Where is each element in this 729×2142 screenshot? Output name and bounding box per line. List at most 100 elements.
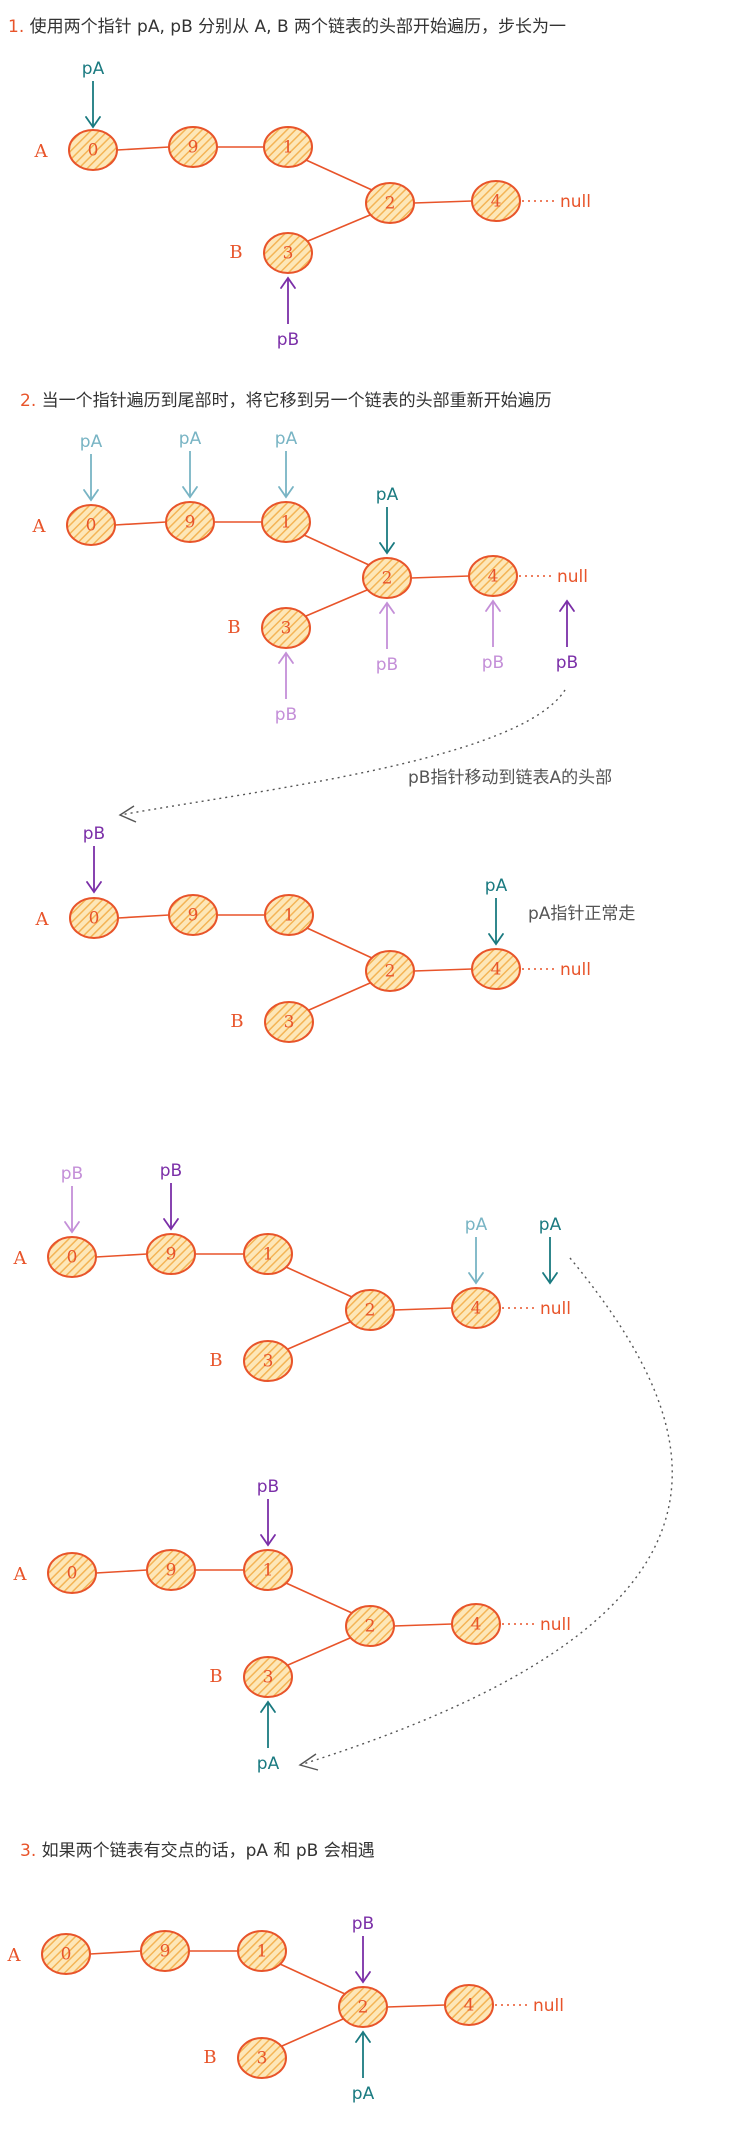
arrow-head (280, 276, 296, 289)
move-path (299, 1257, 673, 1766)
null-label: null (560, 192, 591, 212)
list-edge (393, 1623, 453, 1627)
node-circle (263, 126, 313, 168)
list-node: 1 (263, 126, 313, 168)
node-value: 4 (491, 960, 502, 980)
node-value: 0 (86, 516, 97, 536)
pa-pointer: pA (539, 1215, 562, 1285)
pa-pointer-faded-label: pA (275, 429, 298, 449)
node-value: 9 (185, 513, 196, 533)
pb-pointer-faded: pB (376, 601, 398, 675)
list-node: 4 (451, 1603, 501, 1645)
node-circle (146, 1233, 196, 1275)
node-value: 2 (385, 194, 396, 214)
node-value: 2 (365, 1617, 376, 1637)
list-node: 1 (264, 894, 314, 936)
pb-pointer-faded-label: pB (275, 705, 297, 725)
list-node: 3 (263, 232, 313, 274)
list-node: 9 (146, 1549, 196, 1591)
arrow-head (278, 486, 294, 499)
list-node: 0 (66, 504, 116, 546)
node-circle (41, 1933, 91, 1975)
list-edge (95, 1569, 148, 1574)
pb-pointer-faded: pB (275, 651, 297, 725)
list-edge (281, 2018, 344, 2047)
pb-pointer-label: pB (83, 824, 105, 844)
node-circle (168, 126, 218, 168)
node-value: 3 (263, 1352, 274, 1372)
node-value: 0 (61, 1945, 72, 1965)
list-b-label: B (209, 1350, 222, 1371)
node-value: 9 (188, 906, 199, 926)
node-circle (69, 897, 119, 939)
list-b-label: B (227, 617, 240, 638)
node-circle (264, 894, 314, 936)
node-value: 9 (188, 138, 199, 158)
arrow-head (278, 651, 294, 664)
pb-pointer: pB (257, 1477, 279, 1547)
arrow-head (485, 599, 501, 612)
node-circle (237, 2037, 287, 2079)
list-edge (308, 982, 371, 1011)
list-edge (287, 1637, 351, 1666)
list-edge (393, 1307, 453, 1311)
node-circle (165, 501, 215, 543)
list-node: 2 (362, 557, 412, 599)
list-edge (279, 1963, 346, 1995)
node-circle (264, 1001, 314, 1043)
list-a-label: A (35, 909, 50, 930)
list-edge (307, 214, 371, 242)
pa-pointer-faded: pA (465, 1215, 488, 1285)
pa-pointer-faded-label: pA (80, 432, 103, 452)
node-circle (471, 180, 521, 222)
node-circle (237, 1930, 287, 1972)
pa-pointer-label: pA (376, 485, 399, 505)
pb-pointer-label: pB (556, 653, 578, 673)
list-node: 3 (243, 1656, 293, 1698)
list-node: 4 (468, 555, 518, 597)
list-node: 9 (168, 894, 218, 936)
node-circle (471, 948, 521, 990)
pa-pointer-faded-label: pA (179, 429, 202, 449)
node-value: 1 (257, 1942, 268, 1962)
list-edge (117, 914, 170, 919)
node-circle (365, 950, 415, 992)
node-value: 2 (385, 962, 396, 982)
node-circle (243, 1656, 293, 1698)
node-circle (362, 557, 412, 599)
list-node: 2 (365, 182, 415, 224)
pa-pointer-label: pA (82, 59, 105, 79)
pb-pointer: pB (160, 1161, 182, 1231)
pa-pointer-faded-label: pA (465, 1215, 488, 1235)
node-circle (47, 1236, 97, 1278)
node-value: 3 (283, 244, 294, 264)
pb-pointer-faded: pB (482, 599, 504, 673)
node-value: 4 (471, 1299, 482, 1319)
node-value: 2 (365, 1301, 376, 1321)
pa-pointer: pA (82, 59, 105, 129)
list-edge (303, 534, 370, 566)
null-label: null (557, 567, 588, 587)
null-label: null (533, 1996, 564, 2016)
note-pb-move: pB指针移动到链表A的头部 (408, 768, 612, 788)
list-edge (285, 1266, 353, 1298)
step1-caption: 1. 使用两个指针 pA, pB 分别从 A, B 两个链表的头部开始遍历，步长… (8, 12, 566, 37)
list-edge (305, 159, 373, 191)
arrow-head (542, 1272, 558, 1285)
step3-number: 3. (20, 1841, 37, 1861)
list-node: 1 (243, 1233, 293, 1275)
list-node: 0 (69, 897, 119, 939)
node-value: 2 (358, 1998, 369, 2018)
step2-text: 当一个指针遍历到尾部时，将它移到另一个链表的头部重新开始遍历 (41, 391, 552, 411)
node-circle (243, 1233, 293, 1275)
pa-pointer: pA (257, 1700, 280, 1774)
pa-pointer: pA (485, 876, 508, 946)
arrow-head (379, 601, 395, 614)
node-value: 3 (257, 2049, 268, 2069)
node-circle (66, 504, 116, 546)
list-b-label: B (229, 242, 242, 263)
note-pa-normal: pA指针正常走 (528, 904, 635, 924)
node-value: 9 (166, 1245, 177, 1265)
list-node: 3 (261, 607, 311, 649)
